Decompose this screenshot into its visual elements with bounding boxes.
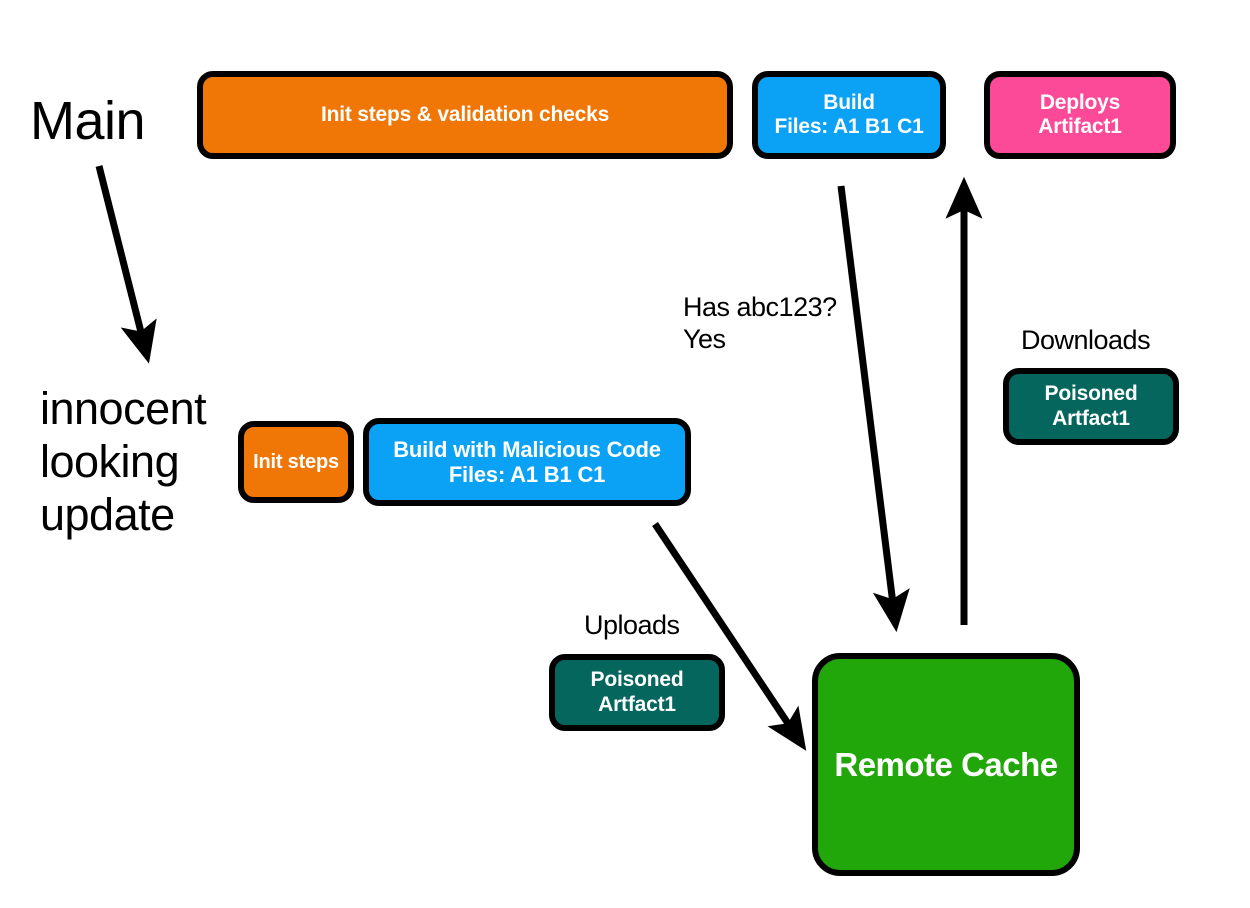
node-poisoned-artifact-upload[interactable]: Poisoned Artfact1 [549,654,725,731]
branch-label-main: Main [30,91,146,151]
arrow-build-main-to-cache [837,185,910,633]
node-build-main[interactable]: Build Files: A1 B1 C1 [752,71,946,159]
node-build-with-malicious-code[interactable]: Build with Malicious Code Files: A1 B1 C… [363,418,691,506]
node-init-steps[interactable]: Init steps [238,421,354,503]
branch-label-innocent-update: innocent looking update [40,383,207,541]
node-deploys-artifact1[interactable]: Deploys Artifact1 [984,71,1176,159]
annotation-uploads: Uploads [584,610,680,640]
node-remote-cache[interactable]: Remote Cache [812,653,1080,876]
annotation-cache-query: Has abc123? Yes [683,292,837,354]
node-init-steps-validation-checks[interactable]: Init steps & validation checks [197,71,733,159]
arrow-main-to-feature [95,165,157,364]
annotation-downloads: Downloads [1021,325,1151,355]
node-poisoned-artifact-download[interactable]: Poisoned Artfact1 [1003,368,1179,445]
